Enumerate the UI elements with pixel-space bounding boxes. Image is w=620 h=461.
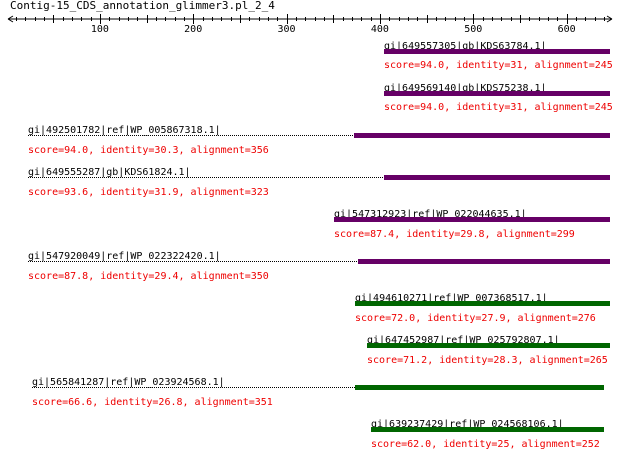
- hit-alignment-bar[interactable]: [367, 343, 610, 348]
- hit-alignment-bar[interactable]: [334, 217, 610, 222]
- ruler-left-arrow-icon: [7, 15, 14, 23]
- hit-alignment-bar[interactable]: [358, 259, 610, 264]
- ruler-tick-label: 200: [184, 24, 202, 35]
- ruler-tick-label: 400: [371, 24, 389, 35]
- hit-row[interactable]: gi|565841287|ref|WP_023924568.1| score=66…: [32, 377, 604, 408]
- hit-alignment-bar[interactable]: [384, 91, 610, 96]
- hit-score-label: score=72.0, identity=27.9, alignment=276: [355, 313, 596, 324]
- hit-row[interactable]: gi|547920049|ref|WP_022322420.1| score=87…: [28, 251, 610, 282]
- hit-accession-label[interactable]: gi|492501782|ref|WP_005867318.1|: [28, 125, 221, 136]
- hit-accession-label[interactable]: gi|649557305|gb|KDS63784.1|: [384, 41, 547, 52]
- hit-score-label: score=93.6, identity=31.9, alignment=323: [28, 187, 269, 198]
- ruler-tick-label: 100: [91, 24, 109, 35]
- hit-score-label: score=66.6, identity=26.8, alignment=351: [32, 397, 273, 408]
- hit-accession-label[interactable]: gi|494610271|ref|WP_007368517.1|: [355, 293, 548, 304]
- hit-accession-label[interactable]: gi|649555287|gb|KDS61824.1|: [28, 167, 191, 178]
- hit-alignment-bar[interactable]: [384, 49, 610, 54]
- hit-row[interactable]: gi|647452987|ref|WP_025792807.1| score=71…: [367, 335, 610, 366]
- hit-row[interactable]: gi|494610271|ref|WP_007368517.1| score=72…: [355, 293, 610, 324]
- ruler-tick-label: 600: [558, 24, 576, 35]
- ruler-tick-label: 500: [464, 24, 482, 35]
- hit-score-label: score=94.0, identity=31, alignment=245: [384, 102, 613, 113]
- ruler-right-arrow-icon: [606, 15, 613, 23]
- hit-track-list: gi|649557305|gb|KDS63784.1| score=94.0, i…: [28, 41, 613, 450]
- hit-alignment-bar[interactable]: [355, 385, 604, 390]
- hit-accession-label[interactable]: gi|547312923|ref|WP_022044635.1|: [334, 209, 527, 220]
- hit-accession-label[interactable]: gi|639237429|ref|WP_024568106.1|: [371, 419, 564, 430]
- track-title: Contig-15_CDS_annotation_glimmer3.pl_2_4: [10, 0, 275, 12]
- hit-score-label: score=94.0, identity=31, alignment=245: [384, 60, 613, 71]
- hit-score-label: score=87.4, identity=29.8, alignment=299: [334, 229, 575, 240]
- hit-accession-label[interactable]: gi|565841287|ref|WP_023924568.1|: [32, 377, 225, 388]
- hit-score-label: score=87.8, identity=29.4, alignment=350: [28, 271, 269, 282]
- hit-accession-label[interactable]: gi|647452987|ref|WP_025792807.1|: [367, 335, 560, 346]
- hit-row[interactable]: gi|649569140|gb|KDS75238.1| score=94.0, i…: [384, 83, 613, 113]
- hit-row[interactable]: gi|649555287|gb|KDS61824.1| score=93.6, i…: [28, 167, 610, 198]
- hit-alignment-bar[interactable]: [384, 175, 610, 180]
- hit-row[interactable]: gi|492501782|ref|WP_005867318.1| score=94…: [28, 125, 610, 156]
- hit-alignment-bar[interactable]: [354, 133, 610, 138]
- hit-row[interactable]: gi|547312923|ref|WP_022044635.1| score=87…: [334, 209, 610, 240]
- hit-row[interactable]: gi|649557305|gb|KDS63784.1| score=94.0, i…: [384, 41, 613, 71]
- hit-alignment-bar[interactable]: [355, 301, 610, 306]
- hit-score-label: score=71.2, identity=28.3, alignment=265: [367, 355, 608, 366]
- hit-accession-label[interactable]: gi|547920049|ref|WP_022322420.1|: [28, 251, 221, 262]
- hit-score-label: score=94.0, identity=30.3, alignment=356: [28, 145, 269, 156]
- hit-score-label: score=62.0, identity=25, alignment=252: [371, 439, 600, 450]
- ruler-tick-label: 300: [278, 24, 296, 35]
- hit-alignment-bar[interactable]: [371, 427, 604, 432]
- hit-row[interactable]: gi|639237429|ref|WP_024568106.1| score=62…: [371, 419, 604, 450]
- ruler-axis: 100 200 300 400 500 600: [7, 14, 613, 35]
- hit-accession-label[interactable]: gi|649569140|gb|KDS75238.1|: [384, 83, 547, 94]
